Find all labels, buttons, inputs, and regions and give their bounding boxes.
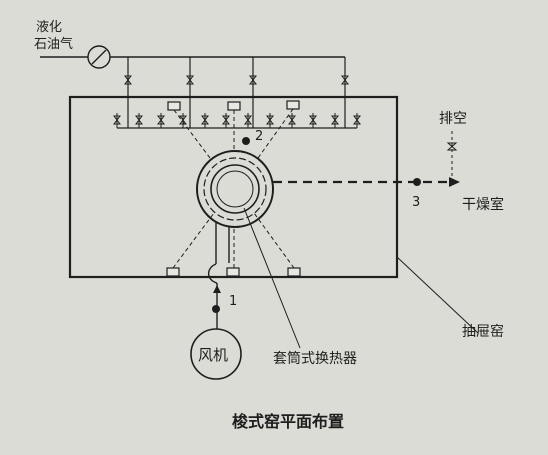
point-2-label: 2 <box>255 129 263 144</box>
fan-label: 风机 <box>198 346 228 364</box>
lpg-label-line2: 石油气 <box>34 36 73 52</box>
burner-icon <box>287 267 301 277</box>
airflow-arrow-icon <box>213 285 221 293</box>
valve-icon <box>124 75 132 85</box>
valve-icon <box>244 115 252 125</box>
valve-icon <box>186 75 194 85</box>
valve-icon <box>113 115 121 125</box>
fan-icon <box>190 328 242 380</box>
valve-icon <box>249 75 257 85</box>
valve-icon <box>331 115 339 125</box>
point-1-label: 1 <box>229 294 237 309</box>
burner-icon <box>286 100 300 110</box>
valve-icon <box>179 115 187 125</box>
lpg-label-line1: 液化 <box>36 20 62 35</box>
manifold-valves <box>113 113 361 128</box>
kiln-leader <box>396 256 479 334</box>
exhaust-label: 排空 <box>439 111 467 127</box>
drawer-kiln-label: 抽屉窑 <box>462 323 504 340</box>
valve-icon <box>446 142 458 151</box>
burner-icon <box>167 101 181 111</box>
valve-icon <box>353 115 361 125</box>
bottom-burners <box>166 267 301 277</box>
valve-icon <box>341 75 349 85</box>
fan-duct <box>207 222 230 329</box>
pressure-gauge-icon <box>87 45 111 69</box>
air-distribution-lines <box>172 108 295 269</box>
heat-exchanger-label: 套筒式换热器 <box>273 350 357 367</box>
valve-icon <box>222 115 230 125</box>
valve-icon <box>288 115 296 125</box>
heat-exchanger <box>196 150 274 228</box>
heat-exchanger-leader <box>243 207 301 349</box>
supply-valves <box>124 75 349 85</box>
supply-drops <box>127 57 346 97</box>
valve-icon <box>135 115 143 125</box>
outlet-arrow-icon <box>449 177 460 187</box>
valve-icon <box>201 115 209 125</box>
figure-caption: 梭式窑平面布置 <box>232 412 344 431</box>
burner-icon <box>227 101 241 111</box>
top-burners <box>167 100 300 111</box>
burner-manifold <box>117 97 357 129</box>
valve-icon <box>266 115 274 125</box>
dryer-label: 干燥室 <box>462 196 504 213</box>
burner-icon <box>166 267 180 277</box>
kiln-body <box>68 95 399 279</box>
measurement-point-icon <box>242 137 250 145</box>
valve-icon <box>157 115 165 125</box>
measurement-point-icon <box>212 305 220 313</box>
burner-icon <box>226 267 240 277</box>
point-3-label: 3 <box>412 195 420 210</box>
valve-icon <box>309 115 317 125</box>
